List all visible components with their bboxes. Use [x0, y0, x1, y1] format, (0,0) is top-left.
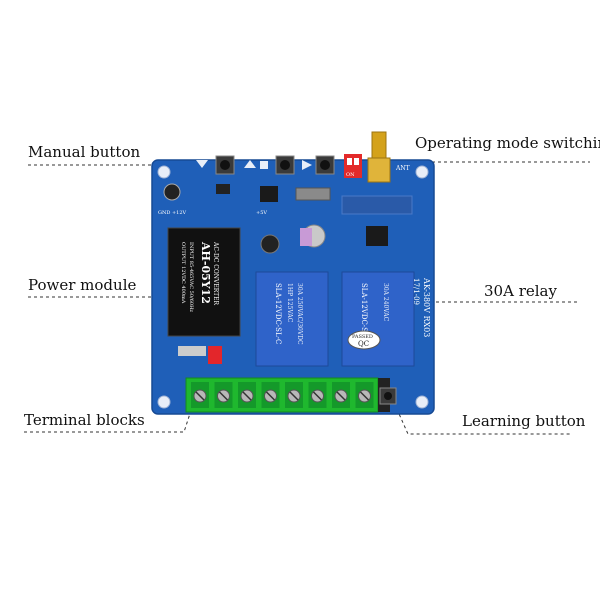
- terminal-screw-slot: [336, 391, 346, 401]
- relay-right-body: [341, 271, 415, 367]
- label-manual-button: Manual button: [28, 143, 141, 161]
- dip-switch-toggle-2: [354, 158, 359, 165]
- ant-label: ANT: [395, 165, 410, 172]
- relay-left-body: [255, 271, 329, 367]
- label-learning-button: Learning button: [462, 412, 586, 430]
- terminal-screw-slot: [265, 391, 276, 401]
- dip-switch-toggle-1: [347, 158, 352, 165]
- dip-switch-on-label: ON: [346, 172, 355, 178]
- terminal-screw-slot: [242, 391, 252, 401]
- manual-button-3-cap: [320, 160, 330, 170]
- varistor: [300, 228, 312, 246]
- passed-sticker: [347, 330, 381, 350]
- passed-text: PASSED: [352, 334, 373, 340]
- label-operating-mode-switching: Operating mode switching: [415, 134, 600, 152]
- manual-button-1-cap: [220, 160, 230, 170]
- capacitor-large: [260, 234, 280, 254]
- power-module: AC-DC CONVERTER AH-05Y12 INPUT 85-465VAC…: [167, 227, 241, 337]
- power-module-output: OUTPUT 12VDC 400mA: [180, 242, 186, 304]
- relay-right: 30A 240VAC SLA-12VDC-SL-C PASSED QC: [341, 271, 415, 367]
- capacitor-small: [163, 183, 181, 201]
- mount-hole-tl: [157, 165, 171, 179]
- label-30a-relay: 30A relay: [484, 282, 557, 300]
- mount-hole-bl: [157, 395, 171, 409]
- arrow-down-mark: [196, 160, 208, 168]
- relay-left: 30A 250VAC/30VDC 1HP 125VAC SLA-12VDC-SL…: [255, 271, 329, 367]
- terminal-screw-slot: [289, 391, 299, 401]
- board-model-text: AK-380V RX03: [422, 277, 431, 337]
- gnd-12v-label: GND +12V: [158, 210, 187, 216]
- power-module-body: [167, 227, 241, 337]
- mount-hole-br: [415, 395, 429, 409]
- rf-module: [341, 195, 413, 215]
- crystal-oscillator: [295, 187, 331, 201]
- relay-left-spec-1: 30A 250VAC/30VDC: [296, 283, 303, 345]
- square-mark: [260, 161, 268, 169]
- resistor: [178, 346, 206, 356]
- inductor: [260, 186, 278, 202]
- microcontroller-chip: [366, 226, 388, 246]
- ic-small-1: [216, 184, 230, 194]
- label-terminal-blocks: Terminal blocks: [24, 411, 145, 429]
- relay-left-model: SLA-12VDC-SL-C: [274, 283, 282, 344]
- terminal-screw-slot: [312, 391, 323, 401]
- label-power-module: Power module: [28, 276, 137, 294]
- fuse-red: [208, 346, 222, 364]
- terminal-screw-slot: [218, 391, 229, 401]
- arrow-up-mark: [244, 160, 256, 168]
- terminal-screw-slot: [359, 391, 370, 401]
- relay-right-model: SLA-12VDC-SL-C: [360, 283, 368, 344]
- arrow-right-mark: [302, 160, 312, 170]
- plus5v-label: +5V: [256, 210, 267, 216]
- power-module-sub: AC-DC CONVERTER: [212, 241, 219, 306]
- board-date-text: 17/1-09: [412, 278, 420, 305]
- power-module-model: AH-05Y12: [199, 241, 212, 304]
- terminal-screw-slot: [195, 391, 205, 401]
- qc-text: QC: [358, 340, 369, 348]
- manual-button-2-cap: [280, 160, 290, 170]
- relay-left-spec-2: 1HP 125VAC: [286, 283, 293, 323]
- manual-buttons: [215, 155, 335, 175]
- power-module-input: INPUT 85-465VAC 50/60Hz: [188, 242, 194, 312]
- terminal-screws: [191, 382, 374, 408]
- learning-button-cap: [384, 392, 392, 400]
- mount-hole-tr: [415, 165, 429, 179]
- relay-right-spec-1: 30A 240VAC: [382, 283, 389, 322]
- antenna-base: [367, 157, 391, 183]
